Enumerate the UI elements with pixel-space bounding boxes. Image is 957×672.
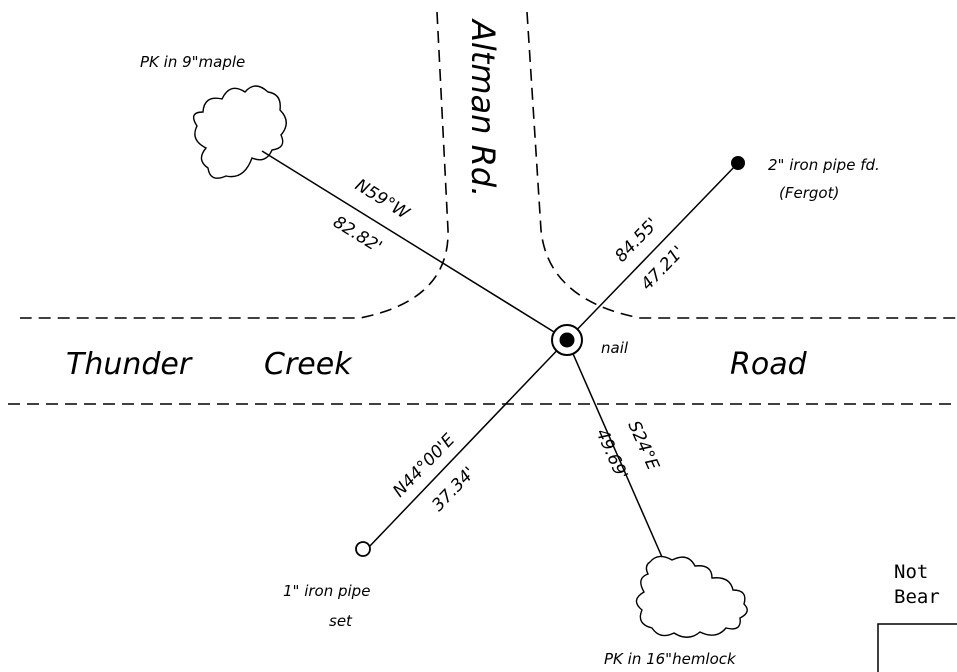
note-box (877, 623, 957, 672)
altman-road-east-edge (526, 11, 957, 319)
iron-pipe-found-icon (731, 156, 745, 170)
hemlock-label: PK in 16"hemlock (604, 650, 737, 668)
iron-pipe-set-icon (355, 541, 371, 557)
pipe-found-label-line2: (Fergot) (779, 184, 839, 202)
tie-line-maple (261, 150, 568, 341)
pipe-found-measure-upper: 84.55' (611, 214, 662, 266)
nail-dot-icon (559, 332, 575, 348)
thunder-label: Thunder (66, 347, 193, 382)
pipe-found-measure-lower: 47.21' (637, 242, 688, 294)
maple-bearing: N59°W (351, 175, 413, 224)
pipe-found-label-line1: 2" iron pipe fd. (768, 156, 880, 174)
pipe-set-label-line1: 1" iron pipe (283, 582, 370, 600)
hemlock-distance: 49.69' (591, 426, 631, 483)
maple-tree-icon (192, 85, 287, 179)
pipe-set-distance: 37.34' (428, 463, 479, 515)
nail-label: nail (601, 339, 629, 357)
tie-line-pipe-found (566, 162, 739, 341)
road-label: Road (730, 347, 808, 382)
tie-line-hemlock (566, 339, 663, 558)
note-line-1: Not (894, 561, 928, 583)
tie-line-pipe-set (367, 339, 568, 549)
hemlock-bearing: S24°E (623, 418, 662, 474)
pipe-set-label-line2: set (329, 612, 353, 630)
maple-label: PK in 9"maple (140, 53, 245, 71)
altman-road-west-edge (20, 11, 449, 319)
maple-distance: 82.82' (329, 212, 385, 257)
altman-road-label: Altman Rd. (464, 18, 502, 197)
creek-label: Creek (264, 347, 353, 382)
note-line-2: Bear (894, 586, 940, 608)
hemlock-tree-icon (635, 555, 748, 638)
